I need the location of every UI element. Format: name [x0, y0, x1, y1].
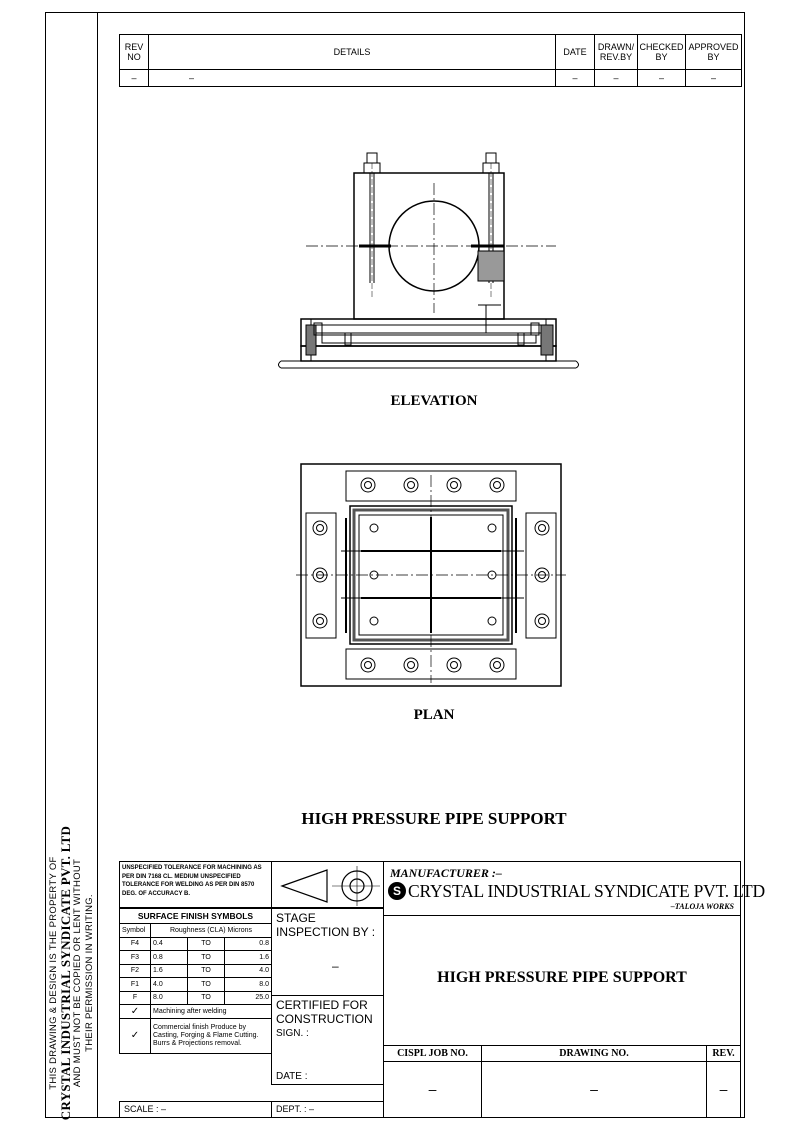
- title-block-title: HIGH PRESSURE PIPE SUPPORT: [437, 969, 687, 986]
- approved-header: APPROVED BY: [685, 34, 742, 70]
- sfs-symbol-f1: F1: [119, 977, 151, 992]
- plan-label: PLAN: [414, 707, 455, 723]
- sfs-to: TO: [187, 950, 225, 965]
- manufacturer-cell: MANUFACTURER :– S CRYSTAL INDUSTRIAL SYN…: [383, 861, 765, 916]
- stage-inspection-cell: STAGE INSPECTION BY : –: [271, 908, 384, 996]
- sfs-symbol-f: F: [119, 990, 151, 1005]
- sfs-to: TO: [187, 990, 225, 1005]
- rev-no-header: REV NO: [119, 34, 149, 70]
- plan-right-plate: [525, 512, 557, 639]
- rev-value: –: [706, 1061, 741, 1118]
- plan-left-plate: [305, 512, 337, 639]
- title-cell: HIGH PRESSURE PIPE SUPPORT: [383, 915, 741, 1046]
- surface-finish-table: SURFACE FINISH SYMBOLS Symbol Roughness …: [119, 908, 273, 1054]
- drawn-header: DRAWN/ REV.BY: [594, 34, 638, 70]
- sfs-roughness-header: Roughness (CLA) Microns: [150, 923, 272, 938]
- drawing-no-value: –: [481, 1061, 707, 1118]
- sfs-symbol-f4: F4: [119, 936, 151, 951]
- left-bolt: [359, 152, 391, 298]
- drawing-svg: ELEVATION PLAN HIGH PRESSURE PIPE SUPPOR…: [278, 152, 579, 828]
- sfs-val: 1.6: [223, 950, 273, 965]
- certified-label: CERTIFIED FOR CONSTRUCTION: [276, 998, 373, 1026]
- sfs-from: 4.0: [149, 977, 189, 992]
- elevation-view: [278, 152, 579, 369]
- sfs-symbol-f2: F2: [119, 963, 151, 978]
- checked-header: CHECKED BY: [637, 34, 686, 70]
- job-no-label: CISPL JOB NO.: [383, 1045, 482, 1062]
- sfs-val: 4.0: [223, 963, 273, 978]
- drawing-frame: THIS DRAWING & DESIGN IS THE PROPERTY OF…: [45, 12, 765, 1120]
- elevation-label: ELEVATION: [391, 393, 478, 409]
- sfs-val: 25.0: [223, 990, 273, 1005]
- approved-cell: –: [685, 69, 742, 87]
- tolerance-note-text: UNSPECIFIED TOLERANCE FOR MACHINING AS P…: [122, 865, 262, 897]
- sfs-val: 0.8: [223, 936, 273, 951]
- sfs-symbol-header: Symbol: [119, 923, 151, 938]
- check-icon: ✓: [119, 1004, 151, 1019]
- sfs-from: 0.8: [149, 950, 189, 965]
- plan-bolt-holes: [312, 477, 550, 673]
- date-cell: –: [555, 69, 595, 87]
- left-hatch-block: [305, 324, 317, 356]
- manufacturer-label: MANUFACTURER :–: [390, 866, 502, 880]
- sfs-from: 8.0: [149, 990, 189, 1005]
- sfs-machining: Machining after welding: [150, 1004, 272, 1019]
- company-logo-icon: S: [388, 882, 406, 900]
- projection-symbol: [271, 861, 384, 908]
- sfs-to: TO: [187, 977, 225, 992]
- sfs-symbol-f3: F3: [119, 950, 151, 965]
- dept-cell: DEPT. : –: [271, 1101, 384, 1118]
- right-hatch-block: [540, 324, 554, 356]
- scale-cell: SCALE : –: [119, 1101, 272, 1118]
- sfs-title: SURFACE FINISH SYMBOLS: [119, 908, 272, 924]
- sfs-val: 8.0: [223, 977, 273, 992]
- stage-inspection-label: STAGE INSPECTION BY :: [276, 911, 376, 939]
- check-icon: ✓: [119, 1017, 151, 1054]
- revision-table: REV NO DETAILS DATE DRAWN/ REV.BY CHECKE…: [119, 34, 742, 87]
- weld-hatch: [477, 250, 505, 282]
- sfs-to: TO: [187, 936, 225, 951]
- job-no-value: –: [383, 1061, 482, 1118]
- side-strip: THIS DRAWING & DESIGN IS THE PROPERTY OF…: [46, 13, 98, 1120]
- company-name: CRYSTAL INDUSTRIAL SYNDICATE PVT. LTD: [408, 881, 765, 901]
- certified-cell: CERTIFIED FOR CONSTRUCTION SIGN. : DATE …: [271, 995, 384, 1085]
- sfs-from: 0.4: [149, 936, 189, 951]
- tolerance-note: UNSPECIFIED TOLERANCE FOR MACHINING AS P…: [119, 861, 272, 908]
- drawing-no-label: DRAWING NO.: [481, 1045, 707, 1062]
- sfs-from: 1.6: [149, 963, 189, 978]
- rev-label: REV.: [706, 1045, 741, 1062]
- sfs-commercial: Commercial finish Produce by Casting, Fo…: [150, 1017, 272, 1054]
- company-works: –TALOJA WORKS: [670, 902, 734, 911]
- plan-view: [296, 463, 566, 687]
- first-angle-projection-icon: [280, 866, 380, 906]
- date-label: DATE :: [276, 1071, 308, 1082]
- sign-label: SIGN. :: [276, 1028, 309, 1039]
- sfs-to: TO: [187, 963, 225, 978]
- date-header: DATE: [555, 34, 595, 70]
- drawing-title: HIGH PRESSURE PIPE SUPPORT: [301, 809, 567, 828]
- stage-inspection-value: –: [332, 959, 339, 973]
